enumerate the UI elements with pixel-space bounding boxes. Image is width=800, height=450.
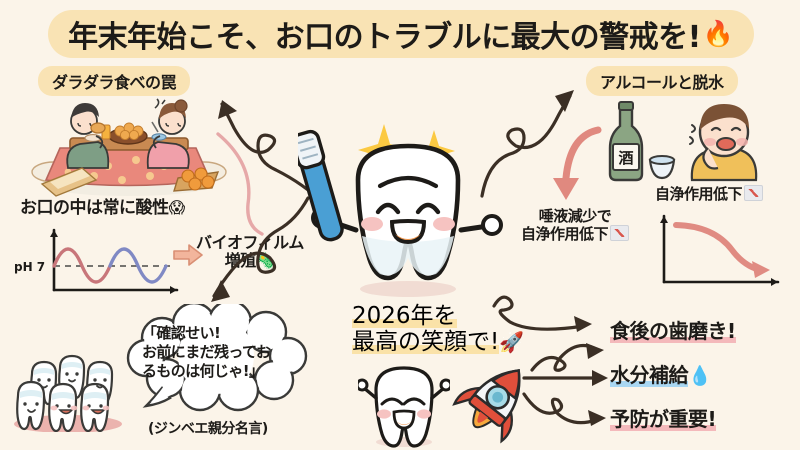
action-item-hydration: 水分補給💧 bbox=[610, 363, 712, 387]
arrow-left-up-loop-icon bbox=[218, 100, 326, 206]
arrow-to-quote-loop-icon bbox=[211, 196, 310, 302]
page-title-bar: 年末年始こそ、お口のトラブルに最大の警戒を! 🔥 bbox=[48, 10, 754, 58]
scream-face-icon: 😱 bbox=[168, 198, 186, 217]
arrow-to-action-1-icon bbox=[492, 295, 592, 332]
arrow-right-up-loop-icon bbox=[480, 90, 574, 198]
new-year-line-2: 最高の笑顔で! bbox=[352, 329, 500, 356]
ph-to-biofilm-arrow-icon bbox=[173, 244, 203, 266]
fire-icon: 🔥 bbox=[702, 19, 734, 48]
new-year-line-1: 2026年を bbox=[352, 303, 457, 329]
quote-speech-bubble: 「確認せい! お前にまだ残ってお るものは何じゃ!」 bbox=[122, 304, 312, 412]
arrow-to-action-2-icon bbox=[530, 343, 604, 372]
small-smiling-tooth-illustration bbox=[358, 366, 450, 448]
chart-increasing-icon bbox=[610, 225, 630, 242]
section-badge-alcohol: アルコールと脱水 bbox=[586, 66, 738, 96]
arrow-pink-curve-icon bbox=[216, 132, 264, 236]
arrow-down-pink-icon bbox=[553, 126, 602, 200]
action-item-prevention: 予防が重要! bbox=[610, 407, 717, 431]
sweat-lines-icon bbox=[689, 124, 696, 145]
rocket-icon bbox=[452, 369, 521, 444]
arrow-to-action-4-icon bbox=[522, 392, 606, 426]
action-item-brushing: 食後の歯磨き! bbox=[610, 319, 736, 343]
arrow-to-action-3-icon bbox=[522, 370, 608, 386]
section-badge-overeating: ダラダラ食べの罠 bbox=[38, 66, 191, 96]
new-year-message: 2026年を 最高の笑顔で!🚀 bbox=[352, 303, 524, 356]
kotatsu-family-illustration bbox=[31, 98, 227, 197]
page-title: 年末年始こそ、お口のトラブルに最大の警戒を! bbox=[68, 20, 701, 55]
self-cleaning-decline-chart bbox=[660, 214, 780, 286]
microbe-icon: 🦠 bbox=[255, 250, 276, 270]
quote-credit: (ジンベエ親分名言) bbox=[148, 421, 268, 437]
water-drop-icon: 💧 bbox=[688, 365, 712, 387]
action-list: 食後の歯磨き! 水分補給💧 予防が重要! bbox=[610, 315, 795, 447]
saliva-reduction-label: 唾液減少で 自浄作用低下 bbox=[521, 207, 630, 244]
ph-axis-label: pH 7 bbox=[14, 260, 45, 274]
tooth-mascot-illustration bbox=[298, 124, 503, 297]
acid-warning-label: お口の中は常に酸性😱 bbox=[20, 198, 186, 218]
quote-text: 「確認せい! お前にまだ残ってお るものは何じゃ!」 bbox=[142, 324, 271, 381]
ph-oscillation-chart: pH 7 bbox=[14, 228, 179, 294]
chart-increasing-icon-2 bbox=[744, 185, 764, 201]
self-cleaning-decline-label: 自浄作用低下 bbox=[655, 183, 764, 204]
sake-bottle-label: 酒 bbox=[618, 149, 633, 167]
toothbrush-icon bbox=[298, 129, 344, 242]
alcohol-dehydration-illustration: 酒 bbox=[608, 101, 758, 182]
happy-teeth-group-illustration bbox=[14, 354, 122, 432]
rocket-icon-small: 🚀 bbox=[499, 330, 525, 355]
